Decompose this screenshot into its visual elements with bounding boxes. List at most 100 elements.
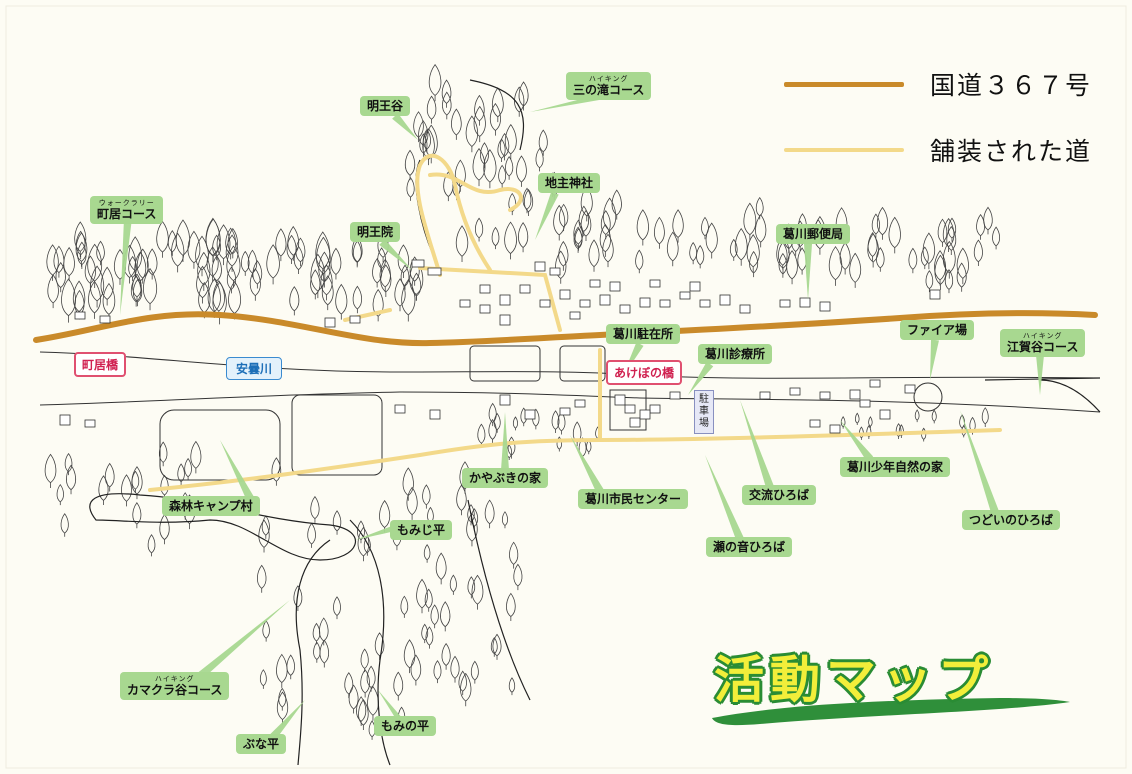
tree-icon bbox=[504, 221, 517, 260]
building-icon bbox=[759, 391, 771, 400]
building-icon bbox=[809, 419, 821, 428]
building-icon bbox=[849, 389, 861, 400]
tree-icon bbox=[400, 595, 409, 618]
tree-icon bbox=[287, 225, 300, 261]
building-icon bbox=[524, 409, 536, 420]
tree-icon bbox=[786, 250, 798, 285]
tree-icon bbox=[131, 470, 140, 493]
tree-icon bbox=[867, 233, 879, 268]
tree-icon bbox=[433, 660, 442, 684]
tree-icon bbox=[553, 204, 566, 241]
building-icon bbox=[639, 409, 651, 420]
tree-icon bbox=[276, 691, 289, 725]
tree-icon bbox=[130, 275, 142, 307]
label-egadani-course: ハイキング 江賀谷コース bbox=[1000, 329, 1086, 357]
tree-icon bbox=[197, 251, 211, 291]
label-senooto-plaza: 瀬の音ひろば bbox=[706, 537, 793, 557]
building-icon bbox=[499, 294, 511, 306]
building-icon bbox=[614, 394, 626, 406]
tree-icon bbox=[44, 453, 57, 489]
tree-icon bbox=[84, 255, 96, 289]
label-machii-text: 町居コース bbox=[97, 207, 157, 221]
label-post-office: 葛川郵便局 bbox=[776, 224, 851, 244]
tree-icon bbox=[316, 236, 331, 281]
tree-icon bbox=[538, 129, 548, 156]
tree-icon bbox=[258, 519, 270, 553]
tree-icon bbox=[87, 243, 102, 288]
tree-icon bbox=[356, 696, 367, 726]
label-kayabuki-house: かやぶきの家 bbox=[462, 468, 549, 488]
map-title: 活動マップ bbox=[714, 651, 994, 709]
tree-icon bbox=[171, 232, 185, 273]
building-icon bbox=[599, 294, 611, 306]
tree-icon bbox=[666, 231, 679, 267]
tree-icon bbox=[344, 672, 354, 699]
tree-icon bbox=[190, 440, 202, 474]
tree-icon bbox=[523, 188, 534, 216]
label-sannotaki-ruby: ハイキング bbox=[588, 75, 629, 83]
tree-icon bbox=[352, 285, 363, 314]
tree-icon bbox=[240, 250, 250, 276]
tree-icon bbox=[470, 660, 479, 684]
tree-icon bbox=[198, 281, 211, 319]
building-icon bbox=[679, 291, 691, 300]
tree-icon bbox=[755, 196, 764, 220]
tree-icon bbox=[88, 280, 101, 319]
tree-icon bbox=[401, 279, 416, 322]
tree-icon bbox=[920, 246, 929, 270]
tree-icon bbox=[46, 244, 59, 281]
tree-icon bbox=[228, 280, 241, 320]
tree-icon bbox=[440, 601, 451, 632]
tree-icon bbox=[956, 262, 967, 292]
label-momijidaira: もみじ平 bbox=[390, 520, 453, 540]
tree-icon bbox=[908, 247, 918, 274]
tree-icon bbox=[931, 409, 937, 424]
tree-icon bbox=[992, 226, 1001, 250]
label-citizen-center: 葛川市民センター bbox=[578, 489, 689, 509]
tree-icon bbox=[132, 278, 143, 307]
tree-icon bbox=[360, 648, 369, 673]
tree-icon bbox=[484, 499, 495, 529]
tree-icon bbox=[441, 79, 452, 108]
building-icon bbox=[559, 407, 571, 416]
callout-pointer bbox=[688, 361, 714, 395]
tree-icon bbox=[551, 410, 560, 433]
building-icon bbox=[649, 279, 661, 288]
building-icon bbox=[579, 299, 591, 308]
paved-roads bbox=[148, 153, 1002, 492]
building-icon bbox=[519, 284, 531, 294]
tree-icon bbox=[472, 147, 486, 187]
tree-icon bbox=[558, 240, 569, 271]
tree-icon bbox=[212, 280, 225, 317]
tree-icon bbox=[504, 124, 517, 160]
tree-icon bbox=[143, 268, 157, 311]
building-icon bbox=[699, 299, 711, 308]
tree-icon bbox=[72, 280, 86, 318]
building-icon bbox=[904, 384, 916, 394]
callout-pointer bbox=[930, 339, 939, 380]
tree-icon bbox=[313, 641, 321, 663]
building-icon bbox=[549, 267, 561, 276]
building-icon bbox=[799, 297, 811, 308]
label-bunadaira: ぶな平 bbox=[236, 734, 287, 754]
building-icon bbox=[649, 404, 661, 414]
tree-icon bbox=[406, 177, 415, 201]
building-icon bbox=[629, 417, 641, 428]
building-icon bbox=[869, 379, 881, 388]
tree-icon bbox=[501, 511, 508, 529]
tree-icon bbox=[366, 665, 376, 692]
tree-icon bbox=[474, 94, 485, 126]
tree-icon bbox=[493, 412, 501, 433]
tree-icon bbox=[403, 639, 416, 674]
callout-pointer bbox=[378, 690, 403, 722]
tree-icon bbox=[66, 464, 76, 495]
tree-icon bbox=[136, 248, 149, 284]
tree-icon bbox=[488, 402, 497, 427]
tree-icon bbox=[225, 227, 237, 260]
tree-icon bbox=[471, 574, 484, 610]
tree-icon bbox=[871, 213, 881, 238]
building-icon bbox=[99, 315, 111, 324]
tree-icon bbox=[636, 209, 649, 246]
tree-icon bbox=[518, 222, 529, 253]
tree-icon bbox=[393, 671, 404, 701]
